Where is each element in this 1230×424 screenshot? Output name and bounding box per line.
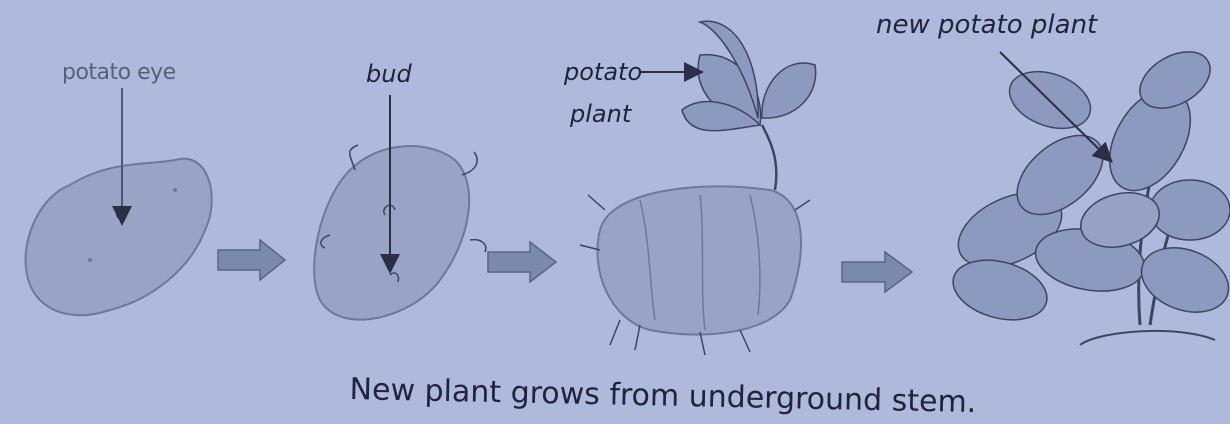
label-potato-plant-line1: potato	[564, 58, 642, 86]
label-potato-plant-line2: plant	[570, 100, 631, 128]
right-arrow-icon	[218, 240, 285, 280]
right-arrow-icon	[842, 252, 912, 292]
new-potato-plant	[946, 40, 1230, 345]
potato-with-bud	[314, 95, 486, 320]
label-potato-eye: potato eye	[62, 60, 176, 85]
potato-with-eye	[26, 88, 212, 315]
label-new-potato-plant: new potato plant	[876, 10, 1097, 40]
label-bud: bud	[366, 60, 412, 88]
right-arrow-icon	[488, 242, 556, 282]
